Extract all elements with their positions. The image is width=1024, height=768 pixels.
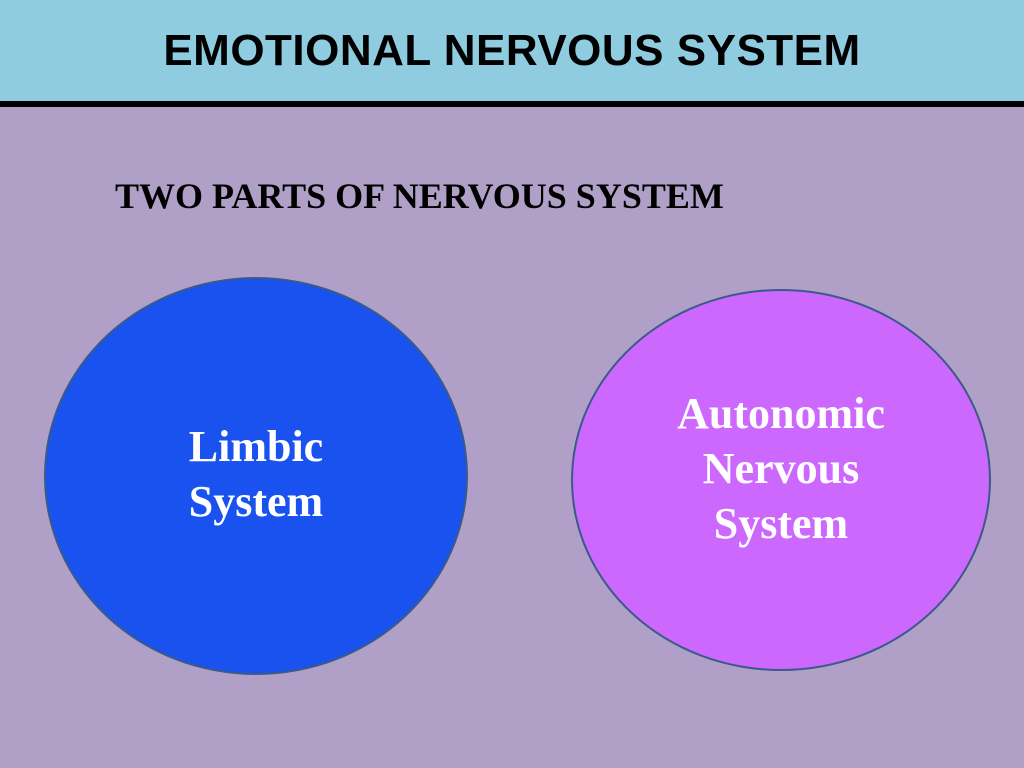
slide-title: EMOTIONAL NERVOUS SYSTEM bbox=[163, 26, 861, 75]
title-bar: EMOTIONAL NERVOUS SYSTEM bbox=[0, 0, 1024, 107]
slide-subtitle: TWO PARTS OF NERVOUS SYSTEM bbox=[115, 176, 724, 216]
autonomic-nervous-system-label: Autonomic Nervous System bbox=[677, 389, 885, 548]
autonomic-nervous-system-circle: Autonomic Nervous System bbox=[571, 289, 991, 671]
limbic-system-circle: Limbic System bbox=[44, 277, 468, 675]
limbic-system-label: Limbic System bbox=[188, 421, 324, 526]
